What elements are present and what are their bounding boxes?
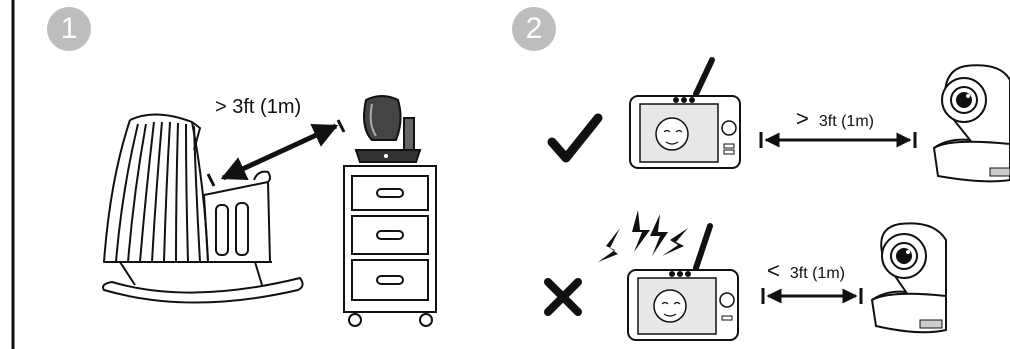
baby-camera-small xyxy=(356,96,420,162)
distance-value-incorrect: 3ft (1m) xyxy=(790,265,845,282)
distance-value-correct: 3ft (1m) xyxy=(819,113,874,130)
distance-indicator-crib xyxy=(208,120,344,186)
lightning-bolt-icon xyxy=(598,210,688,262)
comparator-less: < xyxy=(767,258,780,283)
rocking-crib-illustration xyxy=(103,114,303,302)
parent-unit-incorrect xyxy=(628,226,738,340)
check-mark-icon xyxy=(552,118,598,158)
distance-label-correct: >3ft (1m) xyxy=(796,106,874,132)
baby-camera-incorrect xyxy=(872,223,946,332)
comparator-greater: > xyxy=(796,106,809,131)
baby-camera-correct xyxy=(934,65,1010,181)
distance-label-crib: > 3ft (1m) xyxy=(215,96,301,119)
cross-mark-icon xyxy=(548,282,578,312)
distance-indicator-correct xyxy=(761,132,915,148)
parent-unit-correct xyxy=(630,60,740,168)
distance-label-incorrect: <3ft (1m) xyxy=(767,258,845,284)
distance-indicator-incorrect xyxy=(763,288,861,304)
dresser-illustration xyxy=(344,166,436,326)
